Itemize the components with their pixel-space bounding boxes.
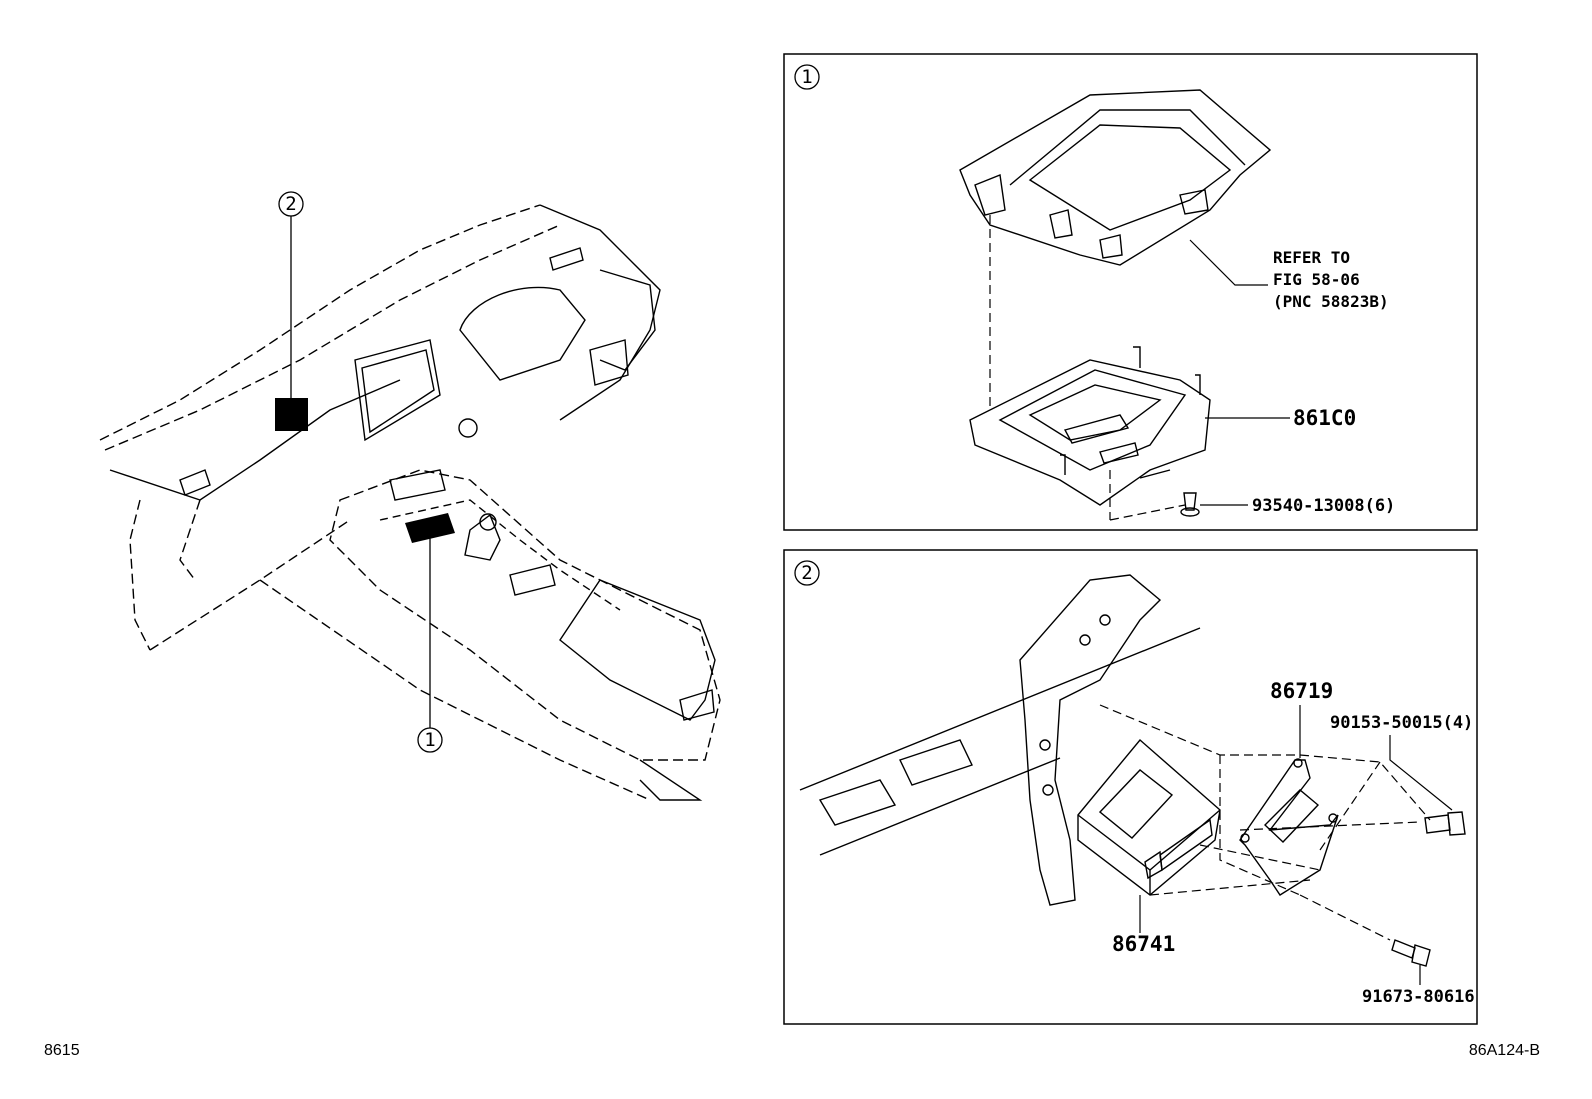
part-number-86741: 86741 [1112,932,1175,956]
stay-illustration [1019,574,1162,906]
module-86741-illustration [1077,738,1221,896]
location-marker-2 [275,216,308,431]
dashboard-overview [99,204,721,801]
bolt-90153-illustration [1424,811,1466,836]
bracket-861c0-illustration [969,346,1211,506]
part-number-861c0: 861C0 [1293,406,1356,430]
detail-panel-2: 2 [783,549,1478,1025]
cross-member-illustration [799,627,1201,856]
refer-line-2: FIG 58-06 [1273,270,1360,289]
refer-line-1: REFER TO [1273,248,1350,267]
footer-left-code: 8615 [44,1042,80,1059]
bracket-86719-illustration [1239,758,1339,896]
svg-text:2: 2 [285,193,296,215]
refer-line-3: (PNC 58823B) [1273,292,1389,311]
panel-1-callout: 1 [794,64,820,90]
location-marker-1 [405,513,455,728]
overview-callout-2: 2 [278,191,304,217]
upper-tray-illustration [959,89,1272,266]
svg-text:1: 1 [801,66,812,88]
panel-2-callout: 2 [794,560,820,586]
part-number-86719: 86719 [1270,679,1333,703]
overview-callout-1: 1 [417,727,443,753]
bolt-91673-illustration [1391,939,1431,967]
part-number-90153-50015: 90153-50015(4) [1330,713,1473,733]
part-number-91673-80616: 91673-80616 [1362,987,1475,1007]
screw-illustration [1180,492,1200,517]
svg-text:1: 1 [424,729,435,751]
svg-text:2: 2 [801,562,812,584]
part-number-93540-13008: 93540-13008(6) [1252,496,1395,516]
footer-right-code: 86A124-B [1469,1042,1540,1059]
detail-panel-1: 1 [783,53,1478,531]
